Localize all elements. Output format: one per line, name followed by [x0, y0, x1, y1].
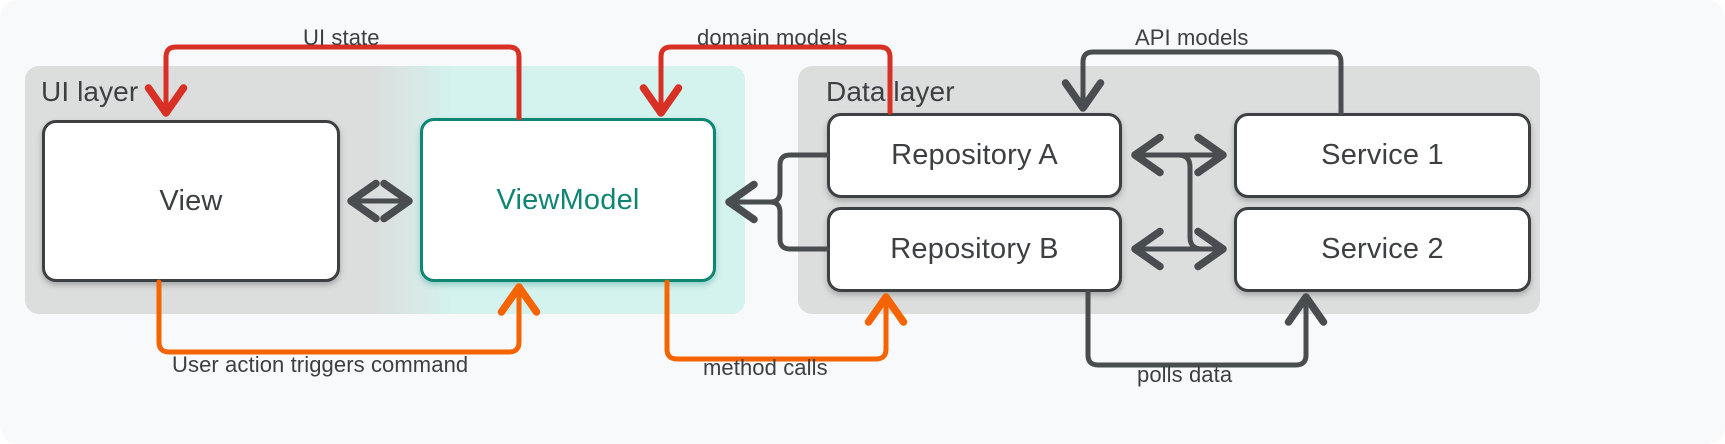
- node-service-1[interactable]: Service 1: [1234, 113, 1531, 198]
- node-view[interactable]: View: [42, 120, 340, 282]
- edge-label-method-calls: method calls: [703, 355, 828, 380]
- ui-layer-title: UI layer: [41, 76, 139, 107]
- edge-label-user-action: User action triggers command: [172, 352, 469, 377]
- node-service-2-label: Service 2: [1321, 233, 1444, 265]
- edge-label-api-models: API models: [1135, 25, 1249, 50]
- node-repository-b-label: Repository B: [890, 233, 1059, 265]
- edge-label-ui-state: UI state: [303, 25, 380, 50]
- node-viewmodel[interactable]: ViewModel: [420, 118, 716, 282]
- edge-label-domain-models: domain models: [697, 25, 848, 50]
- node-view-label: View: [159, 184, 223, 217]
- node-repository-a[interactable]: Repository A: [827, 113, 1122, 198]
- node-repository-a-label: Repository A: [891, 139, 1058, 171]
- node-viewmodel-label: ViewModel: [496, 183, 640, 216]
- node-repository-b[interactable]: Repository B: [827, 207, 1122, 292]
- node-service-1-label: Service 1: [1321, 139, 1444, 171]
- node-service-2[interactable]: Service 2: [1234, 207, 1531, 292]
- data-layer-title: Data layer: [826, 76, 955, 107]
- edge-label-polls-data: polls data: [1137, 362, 1233, 387]
